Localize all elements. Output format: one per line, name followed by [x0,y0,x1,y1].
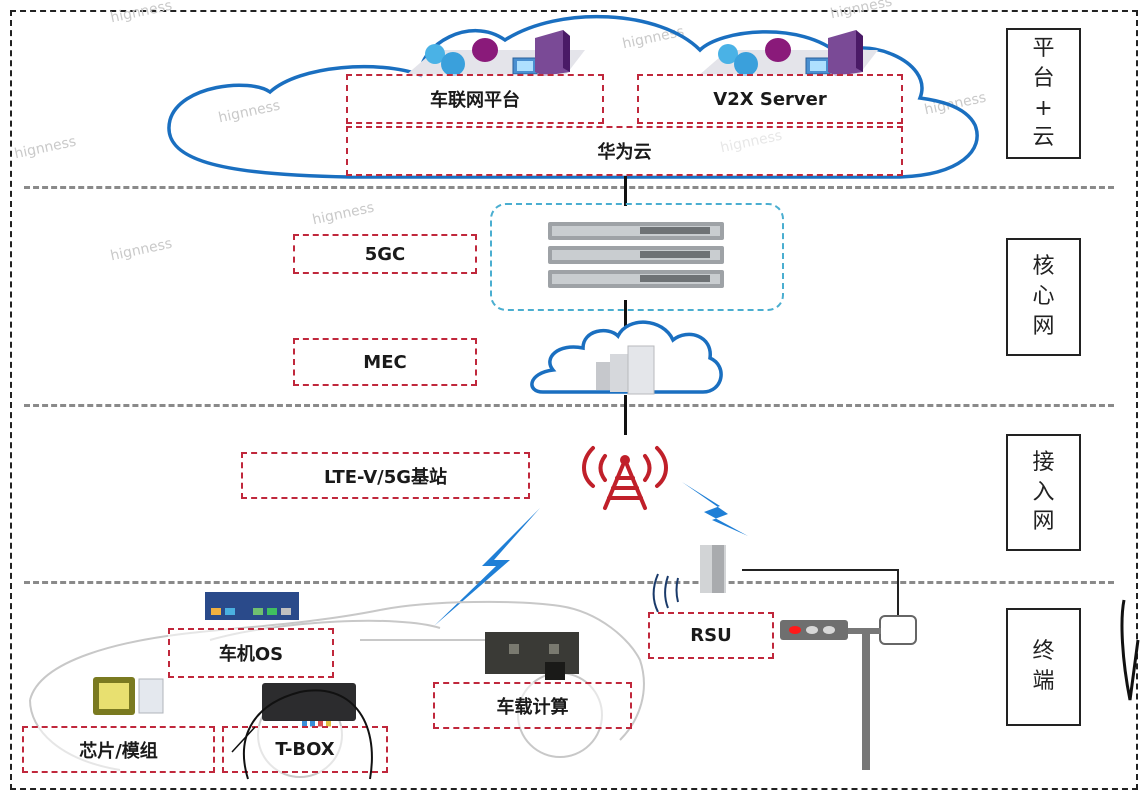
mec-box: MEC [293,338,477,386]
lightning-bolt-icon [682,482,748,536]
connector-5gc-mec [624,300,627,330]
layer-label-char: 接 [1032,449,1055,475]
mec-cloud-icon [530,320,723,395]
v2x-server-icon [698,30,878,76]
layer-label-char: 端 [1032,669,1055,694]
5gc-box: 5GC [293,234,477,274]
layer-label-char: 台 [1032,65,1055,91]
onboard-compute-label: 车载计算 [496,696,569,718]
layer-label-char: 核 [1032,254,1055,280]
car-os-box: 车机OS [168,628,334,678]
base-station-label: LTE-V/5G基站 [323,466,448,488]
layer-label-char: 网 [1032,313,1055,339]
layer-label-core-network: 核 心 网 [1006,238,1081,356]
cell-tower-icon [582,446,668,510]
layer-label-access-network: 接 入 网 [1006,434,1081,551]
car-os-label: 车机OS [218,644,284,665]
core-server-group [490,203,784,311]
layer-label-terminal: 终 端 [1006,608,1081,726]
iov-platform-box: 车联网平台 [346,74,604,124]
hand-drawn-line [231,726,256,753]
layer-label-char: 平 [1032,36,1055,62]
5gc-label: 5GC [364,243,406,265]
v2x-server-box: V2X Server [637,74,903,124]
rsu-cable [742,569,899,616]
lightning-bolt-icon [434,508,540,626]
onboard-compute-box: 车载计算 [433,682,632,729]
compute-board-icon [485,632,579,680]
layer-label-char: 心 [1032,284,1055,310]
mec-label: MEC [363,351,407,373]
chip-module-label: 芯片/模组 [79,740,158,762]
rsu-broadcast-icon [652,573,679,613]
car-os-screen-icon [205,592,299,620]
tbox-label: T-BOX [275,739,335,760]
layer-separator-platform-core [24,186,1114,189]
iov-platform-server-icon [405,30,585,76]
v2x-server-label: V2X Server [713,88,827,110]
layer-label-char: 云 [1032,125,1055,151]
layer-label-platform-cloud: 平 台 + 云 [1006,28,1081,159]
layer-label-char: + [1034,95,1053,121]
chip-module-icon [93,677,164,715]
layer-label-char: 入 [1032,479,1055,505]
iov-platform-label: 车联网平台 [430,90,520,111]
traffic-light-pole [862,632,870,770]
connector-mec-tower [624,395,627,435]
base-station-box: LTE-V/5G基站 [241,452,530,499]
rsu-label: RSU [690,625,732,646]
chip-module-box: 芯片/模组 [22,726,215,773]
layer-separator-access-terminal [24,581,1114,584]
huawei-cloud-box: 华为云 [346,126,903,176]
huawei-cloud-label: 华为云 [597,142,652,163]
connector-cloud-core [624,176,627,206]
layer-label-char: 终 [1032,639,1055,665]
rack-server-icon [548,222,724,288]
big-cloud-shape [167,14,979,179]
hand-drawn-check-mark [1120,599,1140,701]
layer-separator-core-access [24,404,1114,407]
hand-drawn-circle [243,689,373,780]
layer-label-char: 网 [1032,509,1055,535]
rsu-box: RSU [648,612,774,659]
